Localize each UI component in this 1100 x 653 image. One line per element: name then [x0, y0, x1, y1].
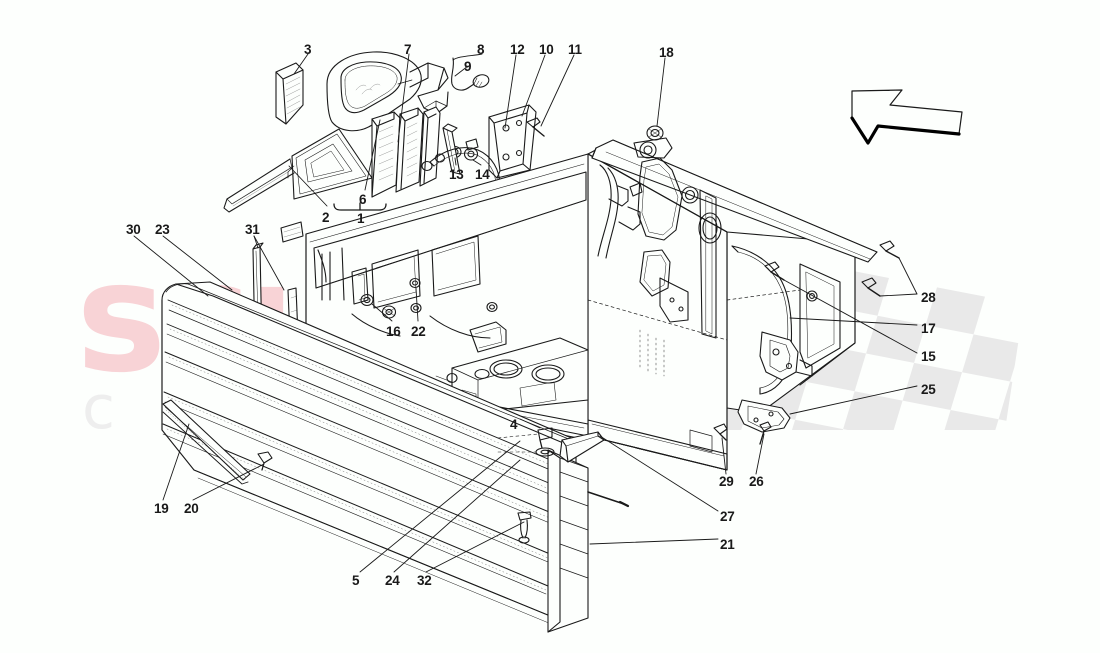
- door-inner-frame-panel: [587, 137, 878, 471]
- part-21-sill-trim: [547, 449, 630, 633]
- part-18-nut: [646, 125, 664, 141]
- part-7-door-mirror: [326, 51, 449, 132]
- forward-direction-arrow: [850, 89, 963, 145]
- part-31-trim-clip: [280, 221, 304, 243]
- door-outer-skin: [161, 281, 581, 627]
- part-29-26-fasteners: [713, 421, 772, 445]
- part-27-angle-bracket: [559, 431, 605, 463]
- part-28-bolts: [861, 240, 900, 297]
- part-3-trim-block: [275, 62, 304, 125]
- part-15-bolt: [764, 261, 785, 281]
- part-16-22-grommets: [360, 277, 421, 307]
- part-2-quarter-window-glass: [223, 128, 373, 213]
- part-24-32-rivet: [517, 511, 532, 544]
- part-25-striker-bracket: [737, 399, 791, 433]
- callout-leader-lines: [133, 53, 918, 573]
- part-10-12-glass-run-frame: [488, 104, 545, 179]
- part-1-6-window-channels: [333, 106, 441, 211]
- part-4-bolt-washer: [497, 427, 555, 457]
- part-8-9-cable-bulb: [451, 57, 490, 91]
